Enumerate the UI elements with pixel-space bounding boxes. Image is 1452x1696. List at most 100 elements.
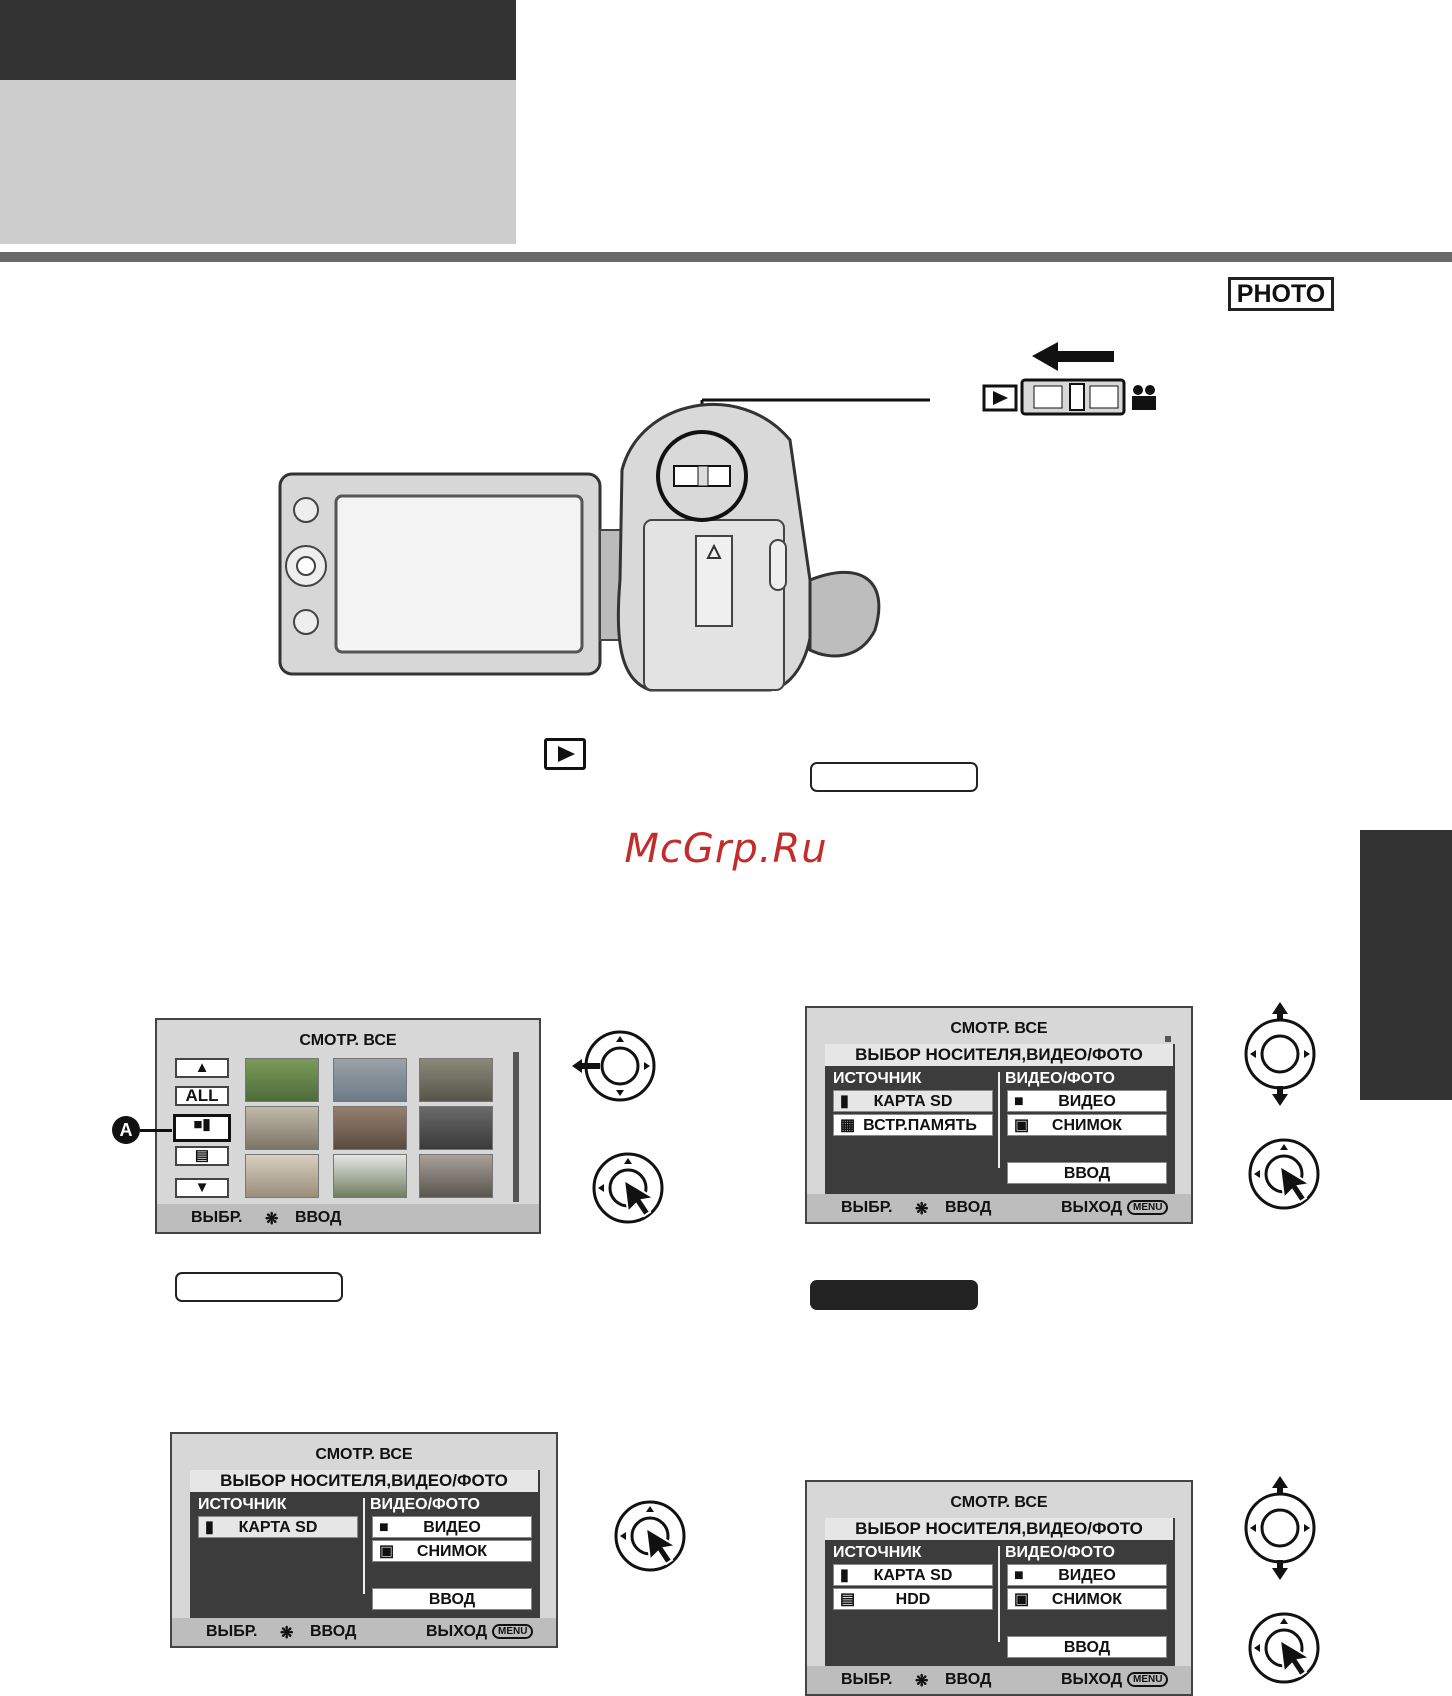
header-rule (0, 252, 1452, 262)
enter-button[interactable]: ВВОД (1007, 1636, 1167, 1658)
screen-media-select-b: СМОТР. ВСЕ ВЫБОР НОСИТЕЛЯ,ВИДЕО/ФОТО ИСТ… (805, 1006, 1193, 1224)
joystick-press-icon (1248, 1138, 1320, 1210)
divider (998, 1546, 1000, 1642)
type-label: ВИДЕО/ФОТО (1005, 1544, 1115, 1561)
type-video-button[interactable]: ■ВИДЕО (1007, 1090, 1167, 1112)
thumbnail[interactable] (245, 1106, 319, 1150)
video-camera-icon: ■ (379, 1519, 389, 1536)
footer-enter: ВВОД (945, 1199, 992, 1216)
menu-band-title: ВЫБОР НОСИТЕЛЯ,ВИДЕО/ФОТО (825, 1518, 1173, 1540)
lcd-screen (334, 494, 584, 654)
source-hdd-button[interactable]: ▤HDD (833, 1588, 993, 1610)
footer-enter: ВВОД (945, 1671, 992, 1688)
stack-icon: ▤ (194, 1147, 210, 1164)
thumbnail[interactable] (419, 1058, 493, 1102)
callout-line (140, 1129, 172, 1132)
footer-select: ВЫБР. (841, 1199, 893, 1216)
screen-title: СМОТР. ВСЕ (315, 1446, 413, 1463)
screen-title: СМОТР. ВСЕ (950, 1020, 1048, 1037)
footer-exit: ВЫХОД (1061, 1671, 1123, 1688)
joystick-up-down-icon (1244, 1002, 1316, 1106)
photo-sd-button[interactable]: ■▮ (173, 1114, 231, 1142)
playlist-button[interactable]: ▤ (175, 1146, 229, 1166)
screen-media-select-c: СМОТР. ВСЕ ВЫБОР НОСИТЕЛЯ,ВИДЕО/ФОТО ИСТ… (170, 1432, 558, 1648)
joystick-press-icon (614, 1500, 686, 1572)
type-label: ВИДЕО/ФОТО (1005, 1070, 1115, 1087)
menu-badge: MENU (1127, 1672, 1169, 1687)
joystick-up-down-icon (1244, 1476, 1316, 1580)
type-photo-button[interactable]: ▣СНИМОК (1007, 1114, 1167, 1136)
scrollbar[interactable] (513, 1052, 519, 1202)
divider (998, 1072, 1000, 1168)
source-sd-button[interactable]: ▮КАРТА SD (833, 1090, 993, 1112)
photo-mode-badge: PHOTO (1228, 277, 1334, 311)
menu-band-title: ВЫБОР НОСИТЕЛЯ,ВИДЕО/ФОТО (825, 1044, 1173, 1066)
menu-band-title: ВЫБОР НОСИТЕЛЯ,ВИДЕО/ФОТО (190, 1470, 538, 1492)
callout-a: A (112, 1116, 140, 1144)
mode-switch-illustration (982, 342, 1156, 416)
screen-footer: ВЫБР. ❋ ВВОД ВЫХОД MENU (807, 1194, 1191, 1222)
joystick-left-icon (572, 1030, 656, 1102)
sd-card-icon: ▮ (840, 1093, 849, 1110)
thumbnail[interactable] (245, 1154, 319, 1198)
source-label: ИСТОЧНИК (833, 1544, 922, 1561)
screen-title: СМОТР. ВСЕ (299, 1032, 397, 1049)
joystick-small-icon: ❋ (915, 1201, 929, 1218)
play-mode-icon-box (544, 738, 586, 770)
camera-sd-icon: ■▮ (193, 1116, 211, 1133)
footer-exit: ВЫХОД (1061, 1199, 1123, 1216)
source-sd-button[interactable]: ▮КАРТА SD (198, 1516, 358, 1538)
joystick-press-icon (592, 1152, 664, 1224)
camera-icon: ▣ (379, 1543, 395, 1560)
hdd-icon: ▤ (840, 1591, 856, 1608)
sd-card-icon: ▮ (205, 1519, 214, 1536)
joystick-small-icon: ❋ (915, 1673, 929, 1690)
menu-badge: MENU (492, 1624, 534, 1639)
scroll-up-button[interactable]: ▲ (175, 1058, 229, 1078)
screen-footer: ВЫБР. ❋ ВВОД (157, 1204, 539, 1232)
header-light-block (0, 80, 516, 244)
play-mode-icon (982, 384, 1018, 412)
source-memory-button[interactable]: ▦ВСТР.ПАМЯТЬ (833, 1114, 993, 1136)
screen-footer: ВЫБР. ❋ ВВОД ВЫХОД MENU (807, 1666, 1191, 1694)
source-sd-button[interactable]: ▮КАРТА SD (833, 1564, 993, 1586)
thumbnail[interactable] (333, 1154, 407, 1198)
label-pill (175, 1272, 343, 1302)
thumbnail[interactable] (333, 1106, 407, 1150)
screen-thumbnails: СМОТР. ВСЕ ▲ ALL ■▮ ▤ ▼ ВЫБР. ❋ ВВОД (155, 1018, 541, 1234)
video-camera-icon (1132, 385, 1156, 410)
type-video-button[interactable]: ■ВИДЕО (1007, 1564, 1167, 1586)
camera-icon: ▣ (1014, 1591, 1030, 1608)
type-label: ВИДЕО/ФОТО (370, 1496, 480, 1513)
menu-badge: MENU (1127, 1200, 1169, 1215)
thumbnail[interactable] (333, 1058, 407, 1102)
video-camera-icon: ■ (1014, 1567, 1024, 1584)
joystick-small-icon: ❋ (280, 1625, 294, 1642)
type-photo-button[interactable]: ▣СНИМОК (372, 1540, 532, 1562)
screen-footer: ВЫБР. ❋ ВВОД ВЫХОД MENU (172, 1618, 556, 1646)
thumbnail[interactable] (419, 1106, 493, 1150)
sd-card-icon: ▮ (840, 1567, 849, 1584)
enter-button[interactable]: ВВОД (372, 1588, 532, 1610)
footer-enter: ВВОД (295, 1209, 342, 1226)
footer-enter: ВВОД (310, 1623, 357, 1640)
scroll-down-button[interactable]: ▼ (175, 1178, 229, 1198)
joystick-small-icon: ❋ (265, 1211, 279, 1228)
footer-select: ВЫБР. (206, 1623, 258, 1640)
header-dark-bar (0, 0, 516, 80)
scrollbar[interactable] (1165, 1036, 1171, 1042)
joystick-press-icon (1248, 1612, 1320, 1684)
camera-icon: ▣ (1014, 1117, 1030, 1134)
footer-select: ВЫБР. (841, 1671, 893, 1688)
enter-button[interactable]: ВВОД (1007, 1162, 1167, 1184)
thumbnail[interactable] (245, 1058, 319, 1102)
type-photo-button[interactable]: ▣СНИМОК (1007, 1588, 1167, 1610)
label-pill (810, 762, 978, 792)
type-video-button[interactable]: ■ВИДЕО (372, 1516, 532, 1538)
label-pill-dark (810, 1280, 978, 1310)
footer-select: ВЫБР. (191, 1209, 243, 1226)
video-camera-icon: ■ (1014, 1093, 1024, 1110)
thumbnail[interactable] (419, 1154, 493, 1198)
all-button[interactable]: ALL (175, 1086, 229, 1106)
footer-exit: ВЫХОД (426, 1623, 488, 1640)
